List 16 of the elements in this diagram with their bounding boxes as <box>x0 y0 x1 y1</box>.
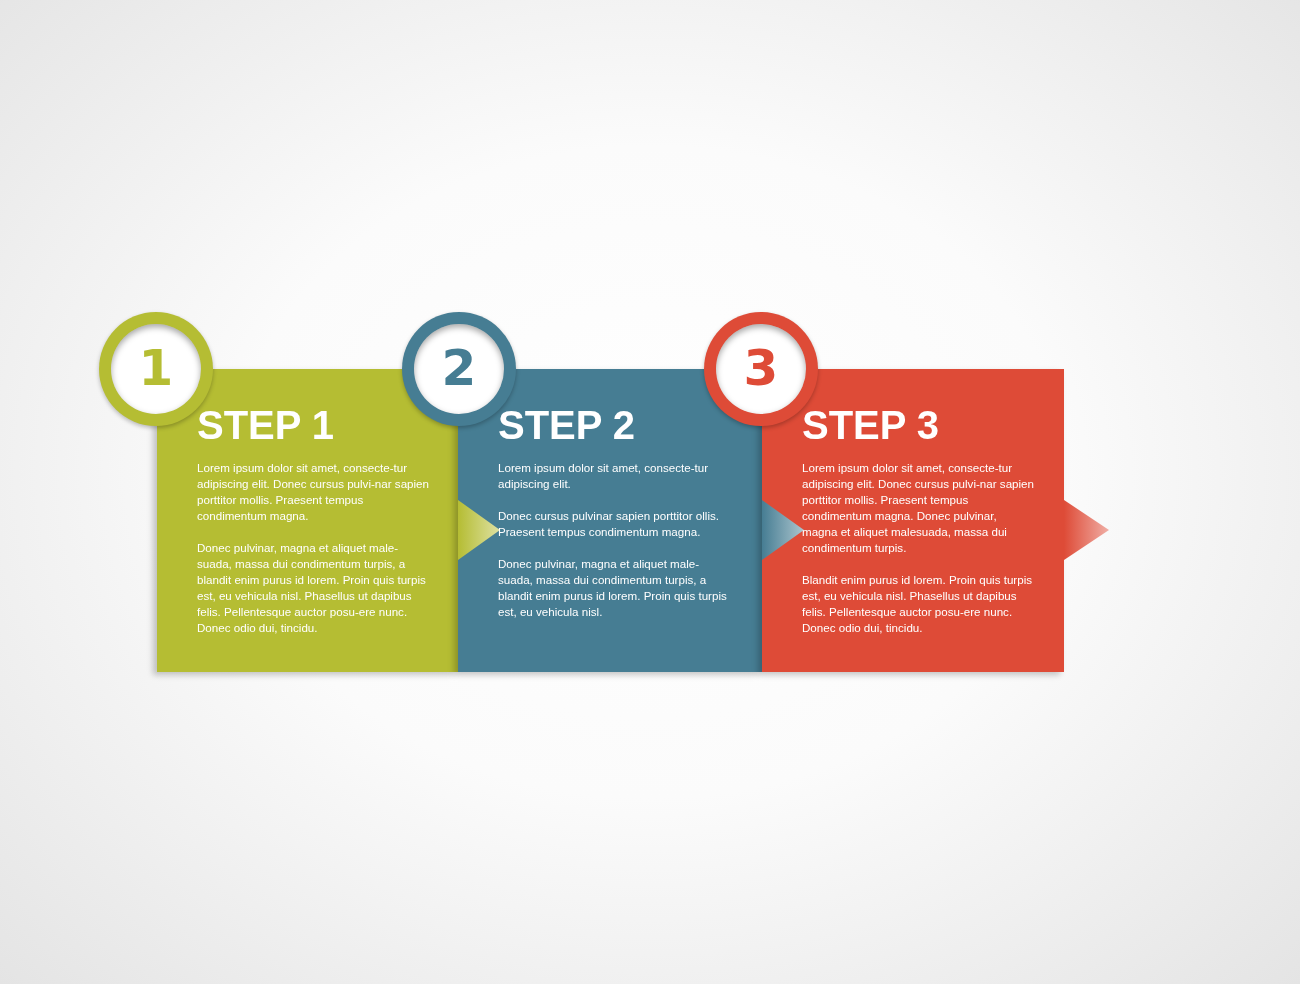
chevron-arrow <box>458 500 500 560</box>
step-title: STEP 3 <box>802 403 940 447</box>
chevron-arrow <box>762 500 804 560</box>
step-title: STEP 2 <box>498 403 636 447</box>
step-number: 3 <box>742 340 780 396</box>
step-number: 2 <box>440 340 478 396</box>
body-text: Blandit enim purus id lorem. Proin quis turpis est, eu vehicula nisl. Phasellus ut dapibus felis. Pellentesque auctor posu-ere nunc. Donec odio dui, tincidu. <box>802 572 1034 636</box>
body-text: Lorem ipsum dolor sit amet, consecte-tur adipiscing elit. Donec cursus pulvi-nar sapien porttitor mollis. Praesent tempus condimentum magna. Donec pulvinar, magna et aliquet malesuada, massa dui condimentum turpis. <box>802 460 1034 556</box>
step-number: 1 <box>137 340 175 396</box>
chevron-arrow <box>1064 500 1109 560</box>
body-text: Lorem ipsum dolor sit amet, consecte-tur adipiscing elit. Donec cursus pulvi-nar sapien porttitor mollis. Praesent tempus condimentum magna. <box>197 460 429 524</box>
body-text: Donec pulvinar, magna et aliquet male-suada, massa dui condimentum turpis, a blandit enim purus id lorem. Proin quis turpis est, eu vehicula nisl. <box>498 556 728 620</box>
body-text: Donec pulvinar, magna et aliquet male-suada, massa dui condimentum turpis, a blandit enim purus id lorem. Proin quis turpis est, eu vehicula nisl. Phasellus ut dapibus felis. Pellentesque auctor posu-ere nunc. Donec odio dui, tincidu. <box>197 540 427 636</box>
body-text: Donec cursus pulvinar sapien porttitor ollis. Praesent tempus condimentum magna. <box>498 508 721 540</box>
step-title: STEP 1 <box>197 403 335 447</box>
body-text: Lorem ipsum dolor sit amet, consecte-tur adipiscing elit. <box>498 460 710 492</box>
